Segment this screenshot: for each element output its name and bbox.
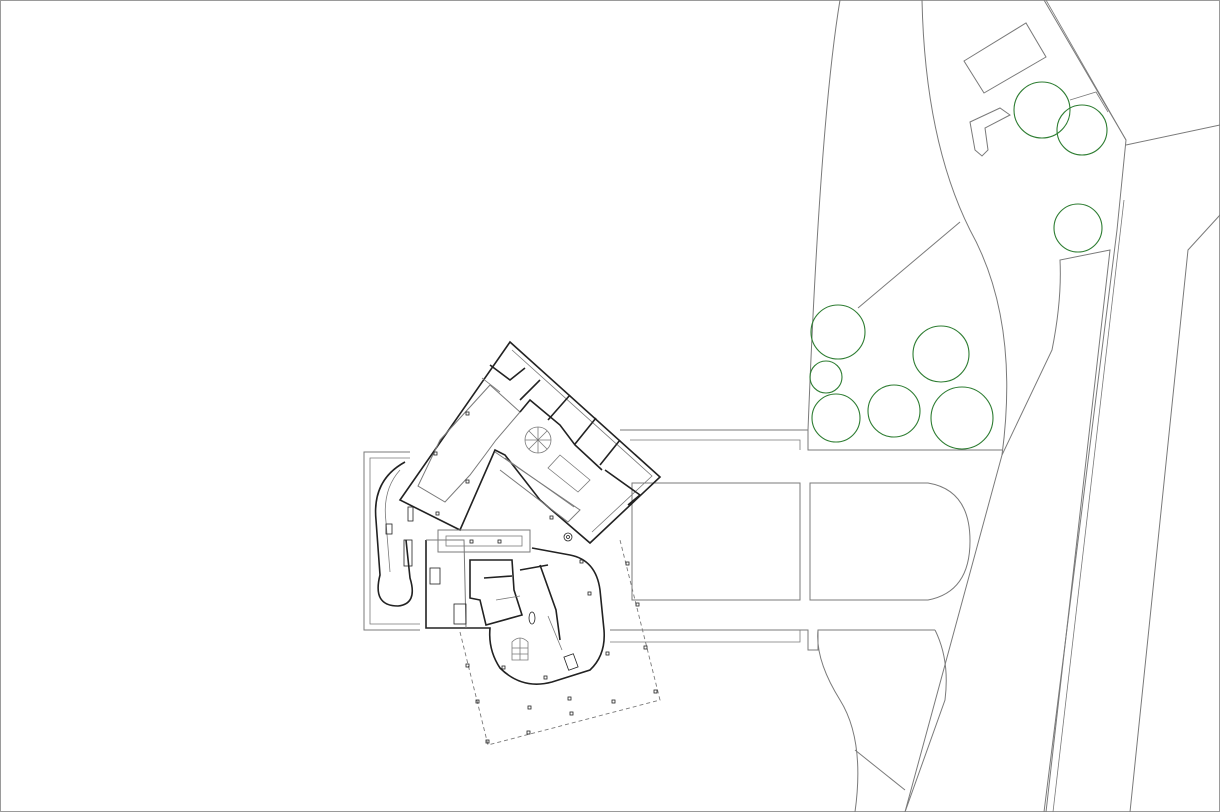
tree-canopy-icon — [912, 325, 970, 383]
drive-upper-strip — [620, 429, 1002, 451]
curved-path-west — [807, 0, 841, 431]
interior-wall — [519, 398, 603, 471]
interior-wall — [539, 564, 561, 641]
long-bench-inner — [445, 535, 523, 547]
field-edge-far-east-2 — [1129, 214, 1220, 812]
driveway — [610, 429, 1002, 651]
corridor-inner — [504, 457, 575, 508]
fixture — [528, 611, 536, 625]
main-wing-hall — [417, 384, 521, 503]
interior-wall — [547, 454, 591, 493]
south-block-west-room — [426, 539, 467, 629]
main-wing-inner — [511, 349, 653, 533]
path-lower-west — [817, 629, 859, 812]
curved-screen-wall-inner — [384, 469, 401, 573]
fixture — [563, 653, 579, 671]
trees — [809, 81, 1108, 450]
fixture — [403, 539, 413, 567]
corridor — [494, 451, 581, 523]
tree-canopy-icon — [867, 384, 921, 438]
tree-canopy-icon — [811, 393, 861, 443]
interior-wall — [519, 564, 549, 571]
interior-wall — [489, 364, 526, 382]
tree-canopy-icon — [1056, 104, 1108, 156]
main-wing-outer — [398, 340, 662, 545]
fixture — [566, 535, 570, 539]
drive-upper-strip-inner — [630, 439, 801, 450]
tree-canopy-icon — [810, 304, 866, 360]
fence-line — [1045, 0, 1127, 141]
interior-wall — [599, 439, 621, 466]
columns — [433, 411, 658, 744]
interior-wall — [574, 417, 597, 445]
fixture — [407, 506, 414, 522]
drive-lower-strip — [610, 629, 935, 651]
curved-screen-wall — [374, 461, 414, 607]
interior-wall — [481, 377, 501, 393]
west-terrace-wall-inner — [369, 457, 420, 625]
road-edge-east — [1043, 0, 1127, 812]
interior-wall — [519, 379, 541, 401]
interior-wall — [547, 394, 571, 421]
field-edge-far-east — [1125, 124, 1220, 146]
forecourt-lawn-west — [631, 482, 801, 601]
low-wall — [969, 107, 1011, 157]
fixture — [429, 567, 441, 585]
tree-canopy-icon — [1053, 203, 1103, 253]
fixture — [385, 523, 393, 535]
outbuilding — [963, 22, 1047, 94]
tree-canopy-icon — [809, 360, 843, 394]
curved-path-east — [921, 0, 1008, 456]
forecourt-lawn-east — [809, 482, 971, 601]
fence-line-2 — [1069, 91, 1109, 113]
interior-wall — [495, 595, 521, 601]
interior-wall — [469, 559, 524, 626]
path-lower-east — [904, 629, 947, 812]
west-terrace-wall — [363, 451, 420, 631]
tree-canopy-icon — [930, 386, 994, 450]
path-lower-diagonal — [854, 749, 906, 791]
path-diagonal — [857, 221, 961, 309]
spiral-staircase-icon — [524, 426, 552, 454]
interior-wall — [547, 615, 563, 651]
road-edge-west — [904, 249, 1111, 812]
spiral-staircase-icon — [511, 637, 529, 661]
long-bench — [437, 529, 531, 553]
road-edge-east-inner — [1052, 199, 1125, 812]
fixture — [563, 532, 573, 542]
canopy-outline — [459, 539, 661, 746]
interior-wall — [604, 469, 642, 506]
interior-wall — [483, 575, 513, 579]
tree-canopy-icon — [1013, 81, 1071, 139]
south-block-wall — [425, 540, 606, 685]
fixture — [453, 603, 467, 625]
building-plan — [363, 340, 662, 746]
drive-lower-strip-inner — [610, 630, 801, 643]
site-landscape — [807, 0, 1220, 812]
